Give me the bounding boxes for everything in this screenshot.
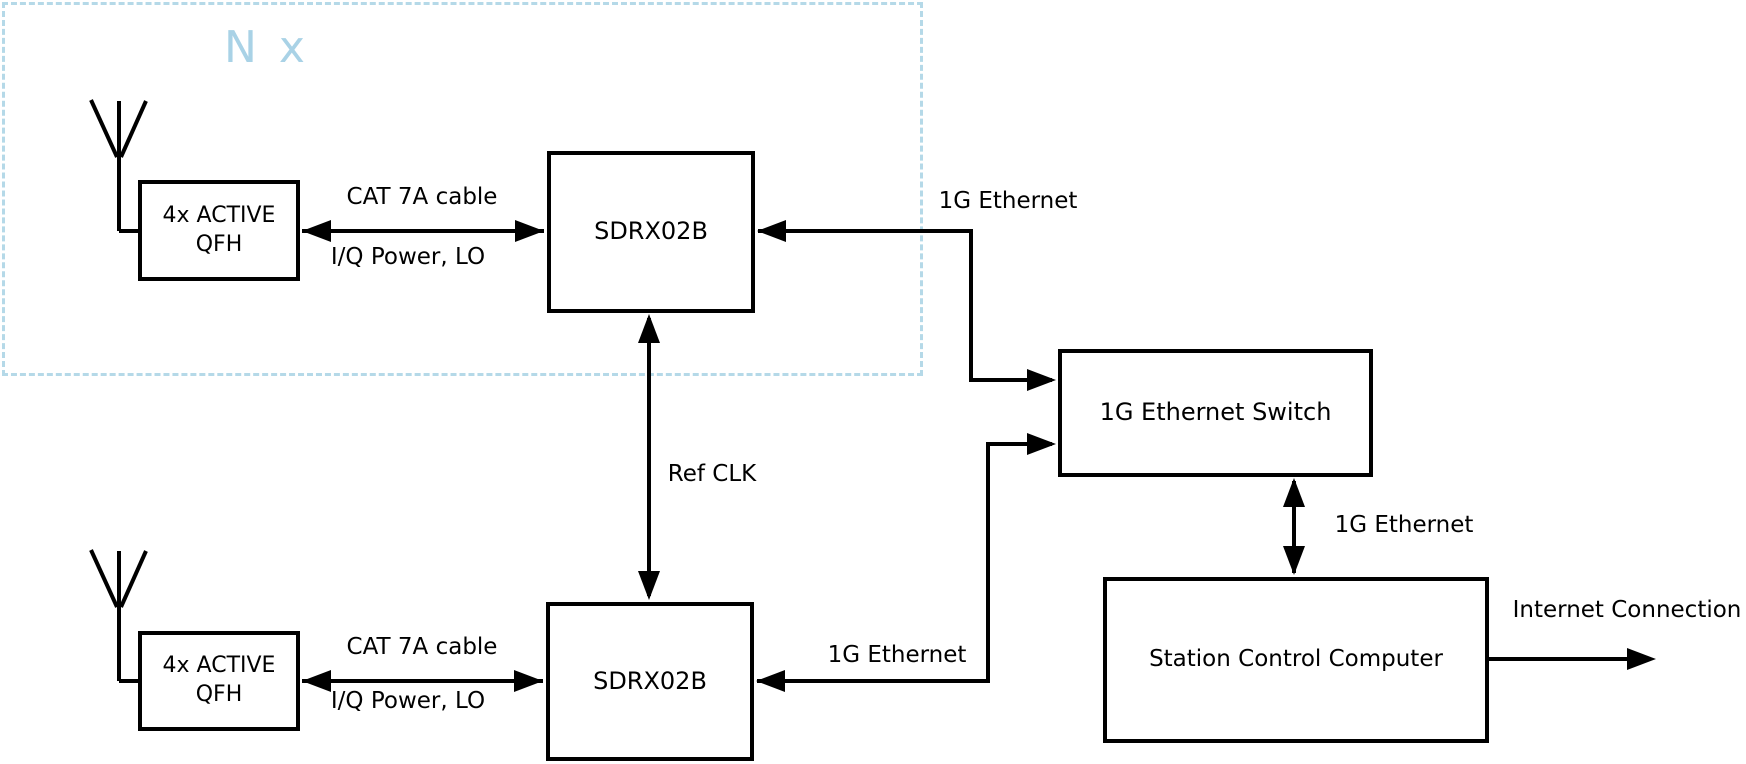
eth-switch-computer-label: 1G Ethernet	[1334, 512, 1474, 538]
internet-arrow	[1489, 648, 1656, 670]
cat7a-top-label: CAT 7A cable	[346, 184, 498, 210]
cat7a-top-arrow	[302, 220, 544, 242]
station-computer-box: Station Control Computer	[1103, 577, 1489, 743]
eth-bottom-label: 1G Ethernet	[827, 642, 967, 668]
sdrx-top-label: SDRX02B	[594, 217, 708, 246]
ethernet-switch-box: 1G Ethernet Switch	[1058, 349, 1373, 477]
sdrx-bottom-label: SDRX02B	[593, 666, 707, 695]
eth-bottom-arrow	[756, 433, 1056, 692]
internet-connection-label: Internet Connection	[1512, 597, 1742, 623]
qfh-top-label-line1: 4x ACTIVE	[162, 202, 276, 228]
qfh-bottom-box: 4x ACTIVE QFH	[138, 631, 300, 731]
station-computer-label: Station Control Computer	[1149, 646, 1443, 673]
qfh-bottom-label-line2: QFH	[195, 682, 243, 707]
ref-clk-label: Ref CLK	[667, 461, 757, 487]
qfh-top-box: 4x ACTIVE QFH	[138, 180, 300, 281]
sdrx-bottom-box: SDRX02B	[546, 602, 754, 761]
qfh-top-label-line2: QFH	[195, 231, 243, 257]
cat7a-bottom-arrow	[302, 670, 543, 692]
antenna-bottom-icon	[89, 549, 148, 683]
iq-power-bottom-label: I/Q Power, LO	[330, 688, 486, 714]
eth-top-arrow	[757, 220, 1056, 391]
antenna-top-icon	[89, 99, 148, 233]
sdrx-top-box: SDRX02B	[547, 151, 755, 313]
iq-power-top-label: I/Q Power, LO	[330, 244, 486, 270]
nx-multiplier-label: N x	[224, 22, 309, 73]
cat7a-bottom-label: CAT 7A cable	[346, 634, 498, 660]
ref-clk-arrow	[638, 314, 660, 600]
switch-computer-arrow	[1283, 478, 1305, 575]
qfh-bottom-label-line1: 4x ACTIVE	[162, 653, 276, 679]
eth-top-label: 1G Ethernet	[938, 188, 1078, 214]
nx-group-outline	[2, 2, 923, 376]
ethernet-switch-label: 1G Ethernet Switch	[1099, 398, 1332, 427]
